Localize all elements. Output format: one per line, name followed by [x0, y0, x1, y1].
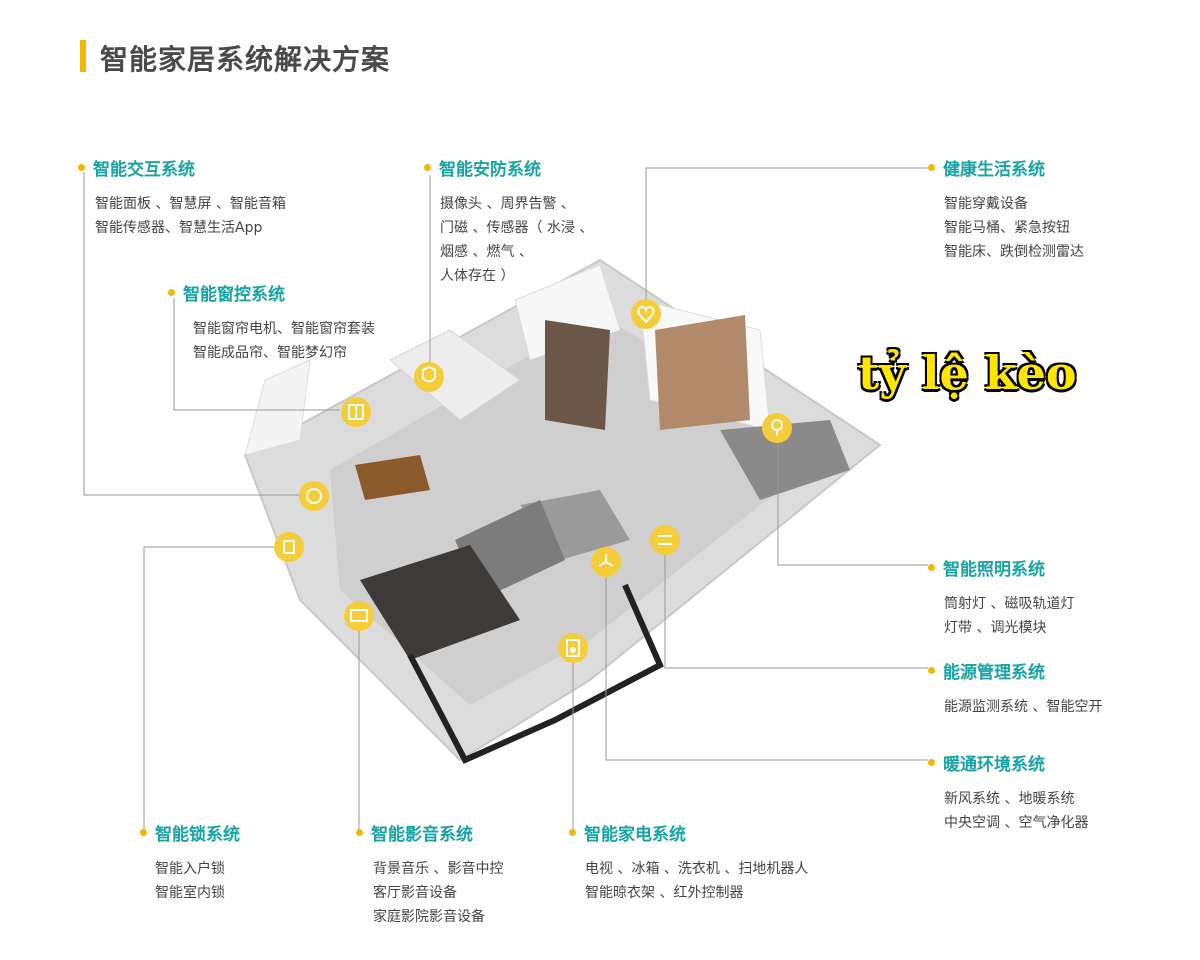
system-item: 智能晾衣架 、红外控制器 [585, 885, 744, 901]
system-name: 智能影音系统 [371, 825, 473, 845]
connector-hvac [605, 578, 928, 761]
system-item: 筒射灯 、磁吸轨道灯 [944, 596, 1075, 612]
connector-lock [143, 546, 276, 830]
system-item: 智能成品帘、智能梦幻帘 [193, 345, 347, 361]
speaker-icon [558, 633, 588, 663]
system-item: 门磁 、传感器（ 水浸 、 [440, 220, 594, 236]
connector-lighting [777, 440, 928, 566]
system-item: 智能床、跌倒检测雷达 [944, 244, 1084, 260]
bulb-icon [762, 413, 792, 443]
wall-left [244, 359, 311, 456]
system-lighting: 智能照明系统 筒射灯 、磁吸轨道灯 灯带 、调光模块 [928, 555, 1074, 640]
system-item: 能源监测系统 、智能空开 [944, 699, 1103, 715]
bullet-dot [140, 829, 147, 836]
bookshelf [545, 320, 610, 430]
system-name: 智能照明系统 [943, 560, 1045, 580]
system-item: 智能马桶、紧急按钮 [944, 220, 1070, 236]
switch-icon [650, 525, 680, 555]
system-item: 智能入户锁 [155, 861, 225, 877]
page-title: 智能家居系统解决方案 [100, 43, 391, 76]
tv-icon [344, 601, 374, 631]
system-item: 灯带 、调光模块 [944, 620, 1047, 636]
fan-icon [591, 547, 621, 577]
bullet-dot [356, 829, 363, 836]
system-security: 智能安防系统 摄像头 、周界告警 、 门磁 、传感器（ 水浸 、 烟感 、燃气 … [424, 155, 593, 288]
dining-table [355, 455, 430, 500]
system-appliance: 智能家电系统 电视 、冰箱 、洗衣机 、扫地机器人 智能晾衣架 、红外控制器 [569, 820, 808, 905]
system-name: 智能交互系统 [93, 160, 195, 180]
bullet-dot [928, 667, 935, 674]
system-item: 智能室内锁 [155, 885, 225, 901]
bullet-dot [928, 564, 935, 571]
bed-bedroom [720, 420, 850, 500]
system-hvac: 暖通环境系统 新风系统 、地暖系统 中央空调 、空气净化器 [928, 750, 1088, 835]
system-item: 智能传感器、智慧生活App [95, 220, 263, 236]
system-name: 智能安防系统 [439, 160, 541, 180]
system-lock: 智能锁系统 智能入户锁 智能室内锁 [140, 820, 240, 905]
system-item: 智能窗帘电机、智能窗帘套装 [193, 321, 375, 337]
system-curtain: 智能窗控系统 智能窗帘电机、智能窗帘套装 智能成品帘、智能梦幻帘 [168, 280, 375, 365]
bullet-dot [424, 164, 431, 171]
connector-health [645, 167, 928, 305]
balcony-railing [407, 583, 664, 764]
system-item: 客厅影音设备 [373, 885, 457, 901]
connector-energy [664, 555, 928, 669]
system-name: 能源管理系统 [943, 663, 1045, 683]
bullet-dot [569, 829, 576, 836]
bullet-dot [928, 164, 935, 171]
system-item: 背景音乐 、影音中控 [373, 861, 504, 877]
loop-icon [299, 481, 329, 511]
window-icon [341, 397, 371, 427]
shield-icon [414, 362, 444, 392]
system-name: 暖通环境系统 [943, 755, 1045, 775]
system-item: 中央空调 、空气净化器 [944, 815, 1089, 831]
system-interaction: 智能交互系统 智能面板 、智慧屏 、智能音箱 智能传感器、智慧生活App [78, 155, 286, 240]
bullet-dot [168, 289, 175, 296]
system-item: 摄像头 、周界告警 、 [440, 196, 575, 212]
title-accent-bar [80, 40, 86, 72]
system-item: 电视 、冰箱 、洗衣机 、扫地机器人 [585, 861, 809, 877]
system-item: 新风系统 、地暖系统 [944, 791, 1075, 807]
bullet-dot [78, 164, 85, 171]
watermark-text: tỷ lệ kèo [858, 346, 1077, 400]
heart-icon [631, 299, 661, 329]
system-name: 智能窗控系统 [183, 285, 285, 305]
rug [360, 545, 520, 660]
system-item: 家庭影院影音设备 [373, 909, 485, 925]
system-item: 人体存在 ） [440, 268, 515, 284]
system-item: 烟感 、燃气 、 [440, 244, 533, 260]
connector-curtain [173, 298, 340, 411]
system-energy: 能源管理系统 能源监测系统 、智能空开 [928, 658, 1102, 719]
system-av: 智能影音系统 背景音乐 、影音中控 客厅影音设备 家庭影院影音设备 [356, 820, 503, 929]
system-name: 智能锁系统 [155, 825, 240, 845]
system-item: 智能面板 、智慧屏 、智能音箱 [95, 196, 286, 212]
wardrobe [655, 315, 750, 430]
system-item: 智能穿戴设备 [944, 196, 1028, 212]
system-health: 健康生活系统 智能穿戴设备 智能马桶、紧急按钮 智能床、跌倒检测雷达 [928, 155, 1084, 264]
system-name: 智能家电系统 [584, 825, 686, 845]
system-name: 健康生活系统 [943, 160, 1045, 180]
bullet-dot [928, 759, 935, 766]
connector-interaction [83, 172, 300, 496]
markers [274, 299, 792, 663]
lock-icon [274, 532, 304, 562]
